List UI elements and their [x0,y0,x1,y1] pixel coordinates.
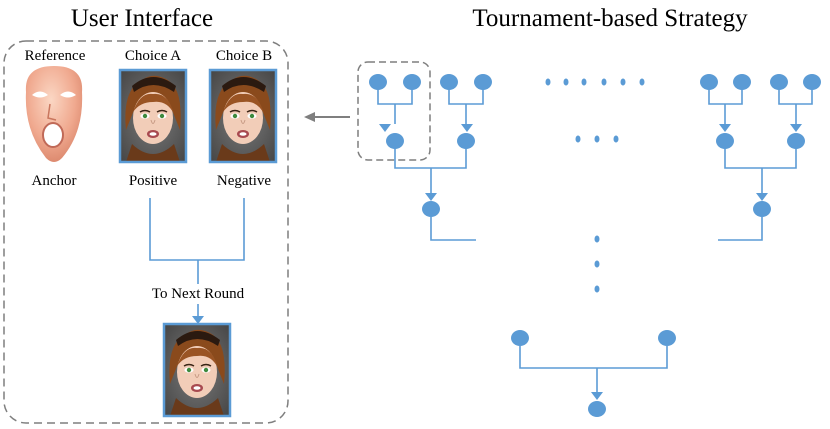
tree-node [770,74,788,90]
choice-b-label: Choice B [216,48,272,64]
tree-node [422,201,440,217]
tree-node [753,201,771,217]
avatar-face-icon [209,69,277,163]
negative-label: Negative [217,173,271,189]
arrow-down-icon [192,316,204,324]
choice-a-label: Choice A [125,48,181,64]
arrow-down-icon [790,124,802,132]
arrow-down-icon [719,124,731,132]
tree-node [716,133,734,149]
tree-node [511,330,529,346]
tree-node [457,133,475,149]
positive-label: Positive [129,173,178,189]
arrow-down-icon [591,392,603,400]
link-arrow [304,112,350,122]
tree-edges [377,84,813,392]
tree-nodes [369,74,821,417]
arrow-down-icon [379,124,391,132]
tree-node [369,74,387,90]
tree-node [658,330,676,346]
reference-label: Reference [25,48,86,64]
tree-node [803,74,821,90]
tournament-strategy-title: Tournament-based Strategy [472,5,748,32]
reference-face-icon [25,66,83,162]
anchor-label: Anchor [32,173,77,189]
arrow-down-icon [425,193,437,201]
tree-node [474,74,492,90]
arrow-down-icon [461,124,473,132]
ellipsis-dots [545,78,645,293]
user-interface-panel [3,40,289,424]
winner-image [162,322,232,418]
tree-node [440,74,458,90]
choice-a-image[interactable] [118,68,188,164]
tree-node [403,74,421,90]
tree-node [733,74,751,90]
highlight-box [357,61,431,161]
tree-node [386,133,404,149]
user-interface-title: User Interface [71,5,213,32]
tree-node [588,401,606,417]
tree-node [787,133,805,149]
choice-b-image[interactable] [208,68,278,164]
avatar-face-icon [119,69,187,163]
arrow-down-icon [756,193,768,201]
tree-node [700,74,718,90]
next-round-label: To Next Round [152,286,245,302]
avatar-face-icon [163,323,231,417]
